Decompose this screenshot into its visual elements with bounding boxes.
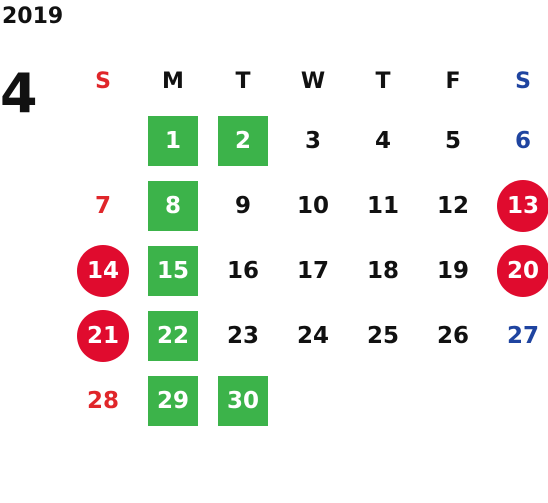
day-number: 26 bbox=[436, 322, 469, 349]
weekday-header: F bbox=[445, 68, 461, 94]
day-number bbox=[288, 376, 338, 426]
day-cell[interactable]: 18 bbox=[348, 238, 418, 303]
day-cell[interactable]: 4 bbox=[348, 108, 418, 173]
highlight-marker: 30 bbox=[218, 375, 268, 426]
day-cell[interactable]: 5 bbox=[418, 108, 488, 173]
day-cell[interactable]: 13 bbox=[488, 173, 548, 238]
day-number: 17 bbox=[296, 257, 329, 284]
day-number: 19 bbox=[436, 257, 469, 284]
day-number: 11 bbox=[366, 192, 399, 219]
highlight-marker: 8 bbox=[148, 180, 198, 231]
day-number bbox=[498, 376, 548, 426]
day-cell[interactable]: 28 bbox=[68, 368, 138, 433]
day-number bbox=[78, 116, 128, 166]
day-number: 18 bbox=[366, 257, 399, 284]
holiday-marker: 14 bbox=[77, 244, 129, 297]
day-cell[interactable]: 2 bbox=[208, 108, 278, 173]
day-number: 12 bbox=[436, 192, 469, 219]
day-cell[interactable]: 27 bbox=[488, 303, 548, 368]
day-number: 9 bbox=[234, 192, 251, 219]
day-number: 28 bbox=[86, 387, 119, 414]
day-number: 10 bbox=[296, 192, 329, 219]
weekday-header: W bbox=[300, 68, 326, 94]
highlight-marker: 29 bbox=[148, 375, 198, 426]
day-number: 24 bbox=[296, 322, 329, 349]
highlight-marker: 15 bbox=[148, 245, 198, 296]
day-number: 23 bbox=[226, 322, 259, 349]
weekday-header: S bbox=[95, 68, 111, 94]
day-cell[interactable]: 10 bbox=[278, 173, 348, 238]
day-number bbox=[428, 376, 478, 426]
day-cell[interactable]: 26 bbox=[418, 303, 488, 368]
day-cell[interactable]: 15 bbox=[138, 238, 208, 303]
highlight-marker: 22 bbox=[148, 310, 198, 361]
day-cell[interactable]: 9 bbox=[208, 173, 278, 238]
empty-cell bbox=[278, 368, 348, 433]
weekday-header: S bbox=[515, 68, 531, 94]
calendar-year: 2019 bbox=[2, 4, 64, 29]
day-cell[interactable]: 14 bbox=[68, 238, 138, 303]
day-cell[interactable]: 17 bbox=[278, 238, 348, 303]
day-cell[interactable]: 3 bbox=[278, 108, 348, 173]
weekday-header: T bbox=[235, 68, 251, 94]
holiday-marker: 13 bbox=[497, 179, 548, 232]
day-number: 25 bbox=[366, 322, 399, 349]
highlight-marker: 1 bbox=[148, 115, 198, 166]
day-number: 4 bbox=[374, 127, 391, 154]
day-number: 6 bbox=[514, 127, 531, 154]
day-cell[interactable]: 25 bbox=[348, 303, 418, 368]
day-cell[interactable]: 22 bbox=[138, 303, 208, 368]
day-cell[interactable]: 21 bbox=[68, 303, 138, 368]
empty-cell bbox=[488, 368, 548, 433]
empty-cell bbox=[418, 368, 488, 433]
day-cell[interactable]: 11 bbox=[348, 173, 418, 238]
weekday-header: M bbox=[162, 68, 184, 94]
day-number: 7 bbox=[94, 192, 111, 219]
day-cell[interactable]: 24 bbox=[278, 303, 348, 368]
day-cell[interactable]: 6 bbox=[488, 108, 548, 173]
day-number bbox=[358, 376, 408, 426]
empty-cell bbox=[348, 368, 418, 433]
holiday-marker: 21 bbox=[77, 309, 129, 362]
calendar-month: 4 bbox=[0, 62, 38, 125]
holiday-marker: 20 bbox=[497, 244, 548, 297]
day-cell[interactable]: 1 bbox=[138, 108, 208, 173]
day-cell[interactable]: 19 bbox=[418, 238, 488, 303]
day-number: 5 bbox=[444, 127, 461, 154]
day-cell[interactable]: 7 bbox=[68, 173, 138, 238]
day-cell[interactable]: 16 bbox=[208, 238, 278, 303]
day-number: 16 bbox=[226, 257, 259, 284]
day-number: 3 bbox=[304, 127, 321, 154]
day-cell[interactable]: 30 bbox=[208, 368, 278, 433]
day-number: 27 bbox=[506, 322, 539, 349]
highlight-marker: 2 bbox=[218, 115, 268, 166]
day-cell[interactable]: 12 bbox=[418, 173, 488, 238]
day-cell[interactable]: 29 bbox=[138, 368, 208, 433]
day-cell[interactable]: 23 bbox=[208, 303, 278, 368]
weekday-header: T bbox=[375, 68, 391, 94]
empty-cell bbox=[68, 108, 138, 173]
day-cell[interactable]: 20 bbox=[488, 238, 548, 303]
day-cell[interactable]: 8 bbox=[138, 173, 208, 238]
